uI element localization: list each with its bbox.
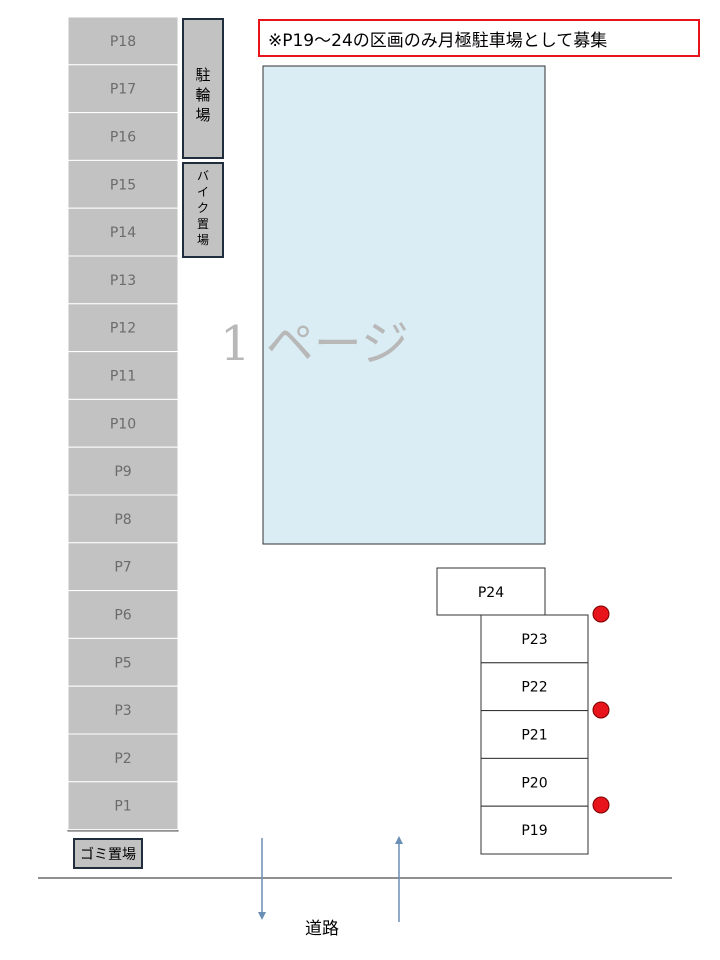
left-parking-space-label: P2 bbox=[114, 751, 131, 767]
left-parking-space-label: P14 bbox=[110, 225, 136, 241]
right-parking-space bbox=[480, 757, 589, 807]
left-parking-space bbox=[67, 733, 179, 783]
bicycle-parking-label: 駐輪場 bbox=[195, 66, 210, 124]
right-parking-space-label: P21 bbox=[521, 728, 547, 744]
availability-markers bbox=[592, 605, 610, 814]
parking-space-p24-label: P24 bbox=[478, 585, 504, 601]
left-parking-space bbox=[67, 781, 179, 831]
left-parking-space bbox=[67, 637, 179, 687]
left-parking-space-label: P5 bbox=[114, 655, 131, 671]
left-parking-space-label: P3 bbox=[114, 703, 131, 719]
right-parking-space bbox=[480, 662, 589, 712]
left-parking-space-label: P12 bbox=[110, 321, 136, 337]
right-parking-space-label: P19 bbox=[521, 823, 547, 839]
red-marker bbox=[592, 796, 610, 814]
left-parking-space-label: P11 bbox=[110, 369, 136, 385]
garbage-area: ゴミ置場 bbox=[73, 838, 143, 869]
left-parking-space bbox=[67, 590, 179, 639]
notice-text: ※P19～24の区画のみ月極駐車場として募集 bbox=[268, 31, 607, 51]
left-parking-space bbox=[67, 16, 179, 66]
road-label: 道路 bbox=[305, 919, 339, 939]
bicycle-parking-box bbox=[182, 18, 224, 159]
left-parking-space-label: P17 bbox=[110, 82, 136, 98]
left-parking-space bbox=[67, 398, 179, 448]
left-parking-space bbox=[67, 685, 179, 735]
notice-box: ※P19～24の区画のみ月極駐車場として募集 bbox=[258, 19, 700, 57]
left-parking-space-label: P6 bbox=[114, 608, 131, 624]
right-parking-space-label: P22 bbox=[521, 680, 547, 696]
left-parking-space-label: P1 bbox=[114, 799, 131, 815]
road: 道路 bbox=[38, 836, 672, 939]
building-area bbox=[262, 65, 546, 545]
left-parking-space bbox=[67, 446, 179, 496]
bicycle-parking: 駐輪場 bbox=[182, 18, 224, 159]
red-marker bbox=[592, 701, 610, 719]
left-parking-space bbox=[67, 542, 179, 592]
road-arrow-down-head bbox=[258, 912, 266, 920]
left-parking-space-label: P7 bbox=[114, 560, 131, 576]
road-arrow-up-head bbox=[395, 836, 403, 844]
left-parking-space bbox=[67, 255, 179, 305]
red-marker bbox=[592, 605, 610, 623]
notice-border bbox=[258, 19, 700, 57]
left-parking-space-label: P10 bbox=[110, 416, 136, 432]
left-parking-space bbox=[67, 64, 179, 114]
left-parking-space bbox=[67, 351, 179, 400]
left-parking-space-label: P18 bbox=[110, 34, 136, 50]
left-parking-space-label: P13 bbox=[110, 273, 136, 289]
left-parking-column: P18P17P16P15P14P13P12P11P10P9P8P7P6P5P3P… bbox=[67, 16, 179, 832]
right-parking-space-label: P20 bbox=[521, 775, 547, 791]
right-parking-space bbox=[480, 614, 589, 664]
left-parking-space-label: P9 bbox=[114, 464, 131, 480]
garbage-area-box bbox=[73, 838, 143, 869]
left-parking-space-label: P16 bbox=[110, 130, 136, 146]
page-label: 1 ページ bbox=[220, 316, 409, 372]
right-parking-space bbox=[480, 805, 589, 855]
left-parking-space-label: P15 bbox=[110, 177, 136, 193]
motorbike-parking: バイク置場 bbox=[182, 162, 224, 258]
left-parking-space bbox=[67, 159, 179, 209]
right-parking-space-label: P23 bbox=[521, 632, 547, 648]
parking-space-p24 bbox=[436, 567, 546, 616]
garbage-area-label: ゴミ置場 bbox=[80, 846, 136, 863]
left-parking-space-label: P8 bbox=[114, 512, 131, 528]
building: 1 ページ bbox=[220, 65, 546, 545]
right-parking-space bbox=[480, 710, 589, 759]
motorbike-parking-box bbox=[182, 162, 224, 258]
motorbike-parking-label: バイク置場 bbox=[197, 169, 209, 247]
